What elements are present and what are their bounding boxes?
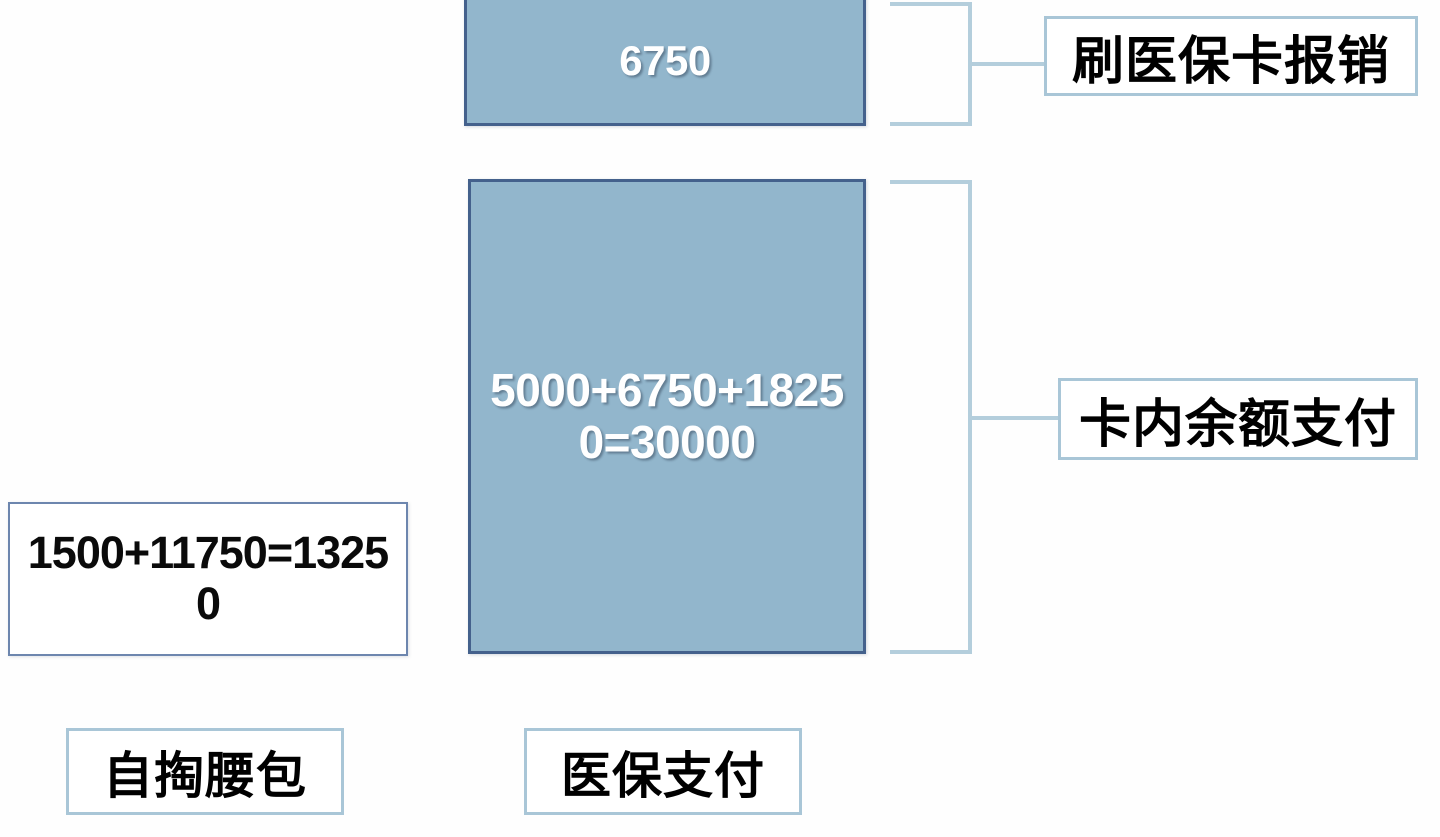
- bar-reimbursement-value: 6750: [619, 37, 711, 85]
- bracket-connector-stub: [968, 62, 1044, 66]
- label-out-of-pocket[interactable]: 自掏腰包: [66, 728, 344, 815]
- out-of-pocket-amount-text: 1500+11750=13250: [27, 527, 389, 629]
- label-card-balance-text: 卡内余额支付: [1078, 394, 1397, 455]
- bar-card-balance-value: 5000+6750+18250=30000: [490, 363, 844, 468]
- bracket-bottom-arm: [890, 122, 972, 126]
- bar-reimbursement[interactable]: 6750: [464, 0, 866, 126]
- callout-out-of-pocket-amount[interactable]: 1500+11750=13250: [8, 502, 408, 656]
- label-out-of-pocket-text: 自掏腰包: [103, 746, 307, 805]
- label-reimbursement-text: 刷医保卡报销: [1071, 31, 1390, 92]
- label-card-balance-category[interactable]: 卡内余额支付: [1058, 378, 1418, 460]
- bracket-bottom-arm: [890, 650, 972, 654]
- bracket-top-arm: [890, 180, 972, 184]
- bar-card-balance[interactable]: 5000+6750+18250=30000: [468, 179, 866, 654]
- bracket-top-arm: [890, 2, 972, 6]
- label-reimbursement-category[interactable]: 刷医保卡报销: [1044, 16, 1418, 96]
- label-insurance-payment-text: 医保支付: [561, 746, 765, 805]
- bracket-reimbursement: [890, 2, 1044, 126]
- bracket-connector-stub: [968, 416, 1060, 420]
- label-insurance-payment[interactable]: 医保支付: [524, 728, 802, 815]
- bracket-card-balance: [890, 180, 1060, 654]
